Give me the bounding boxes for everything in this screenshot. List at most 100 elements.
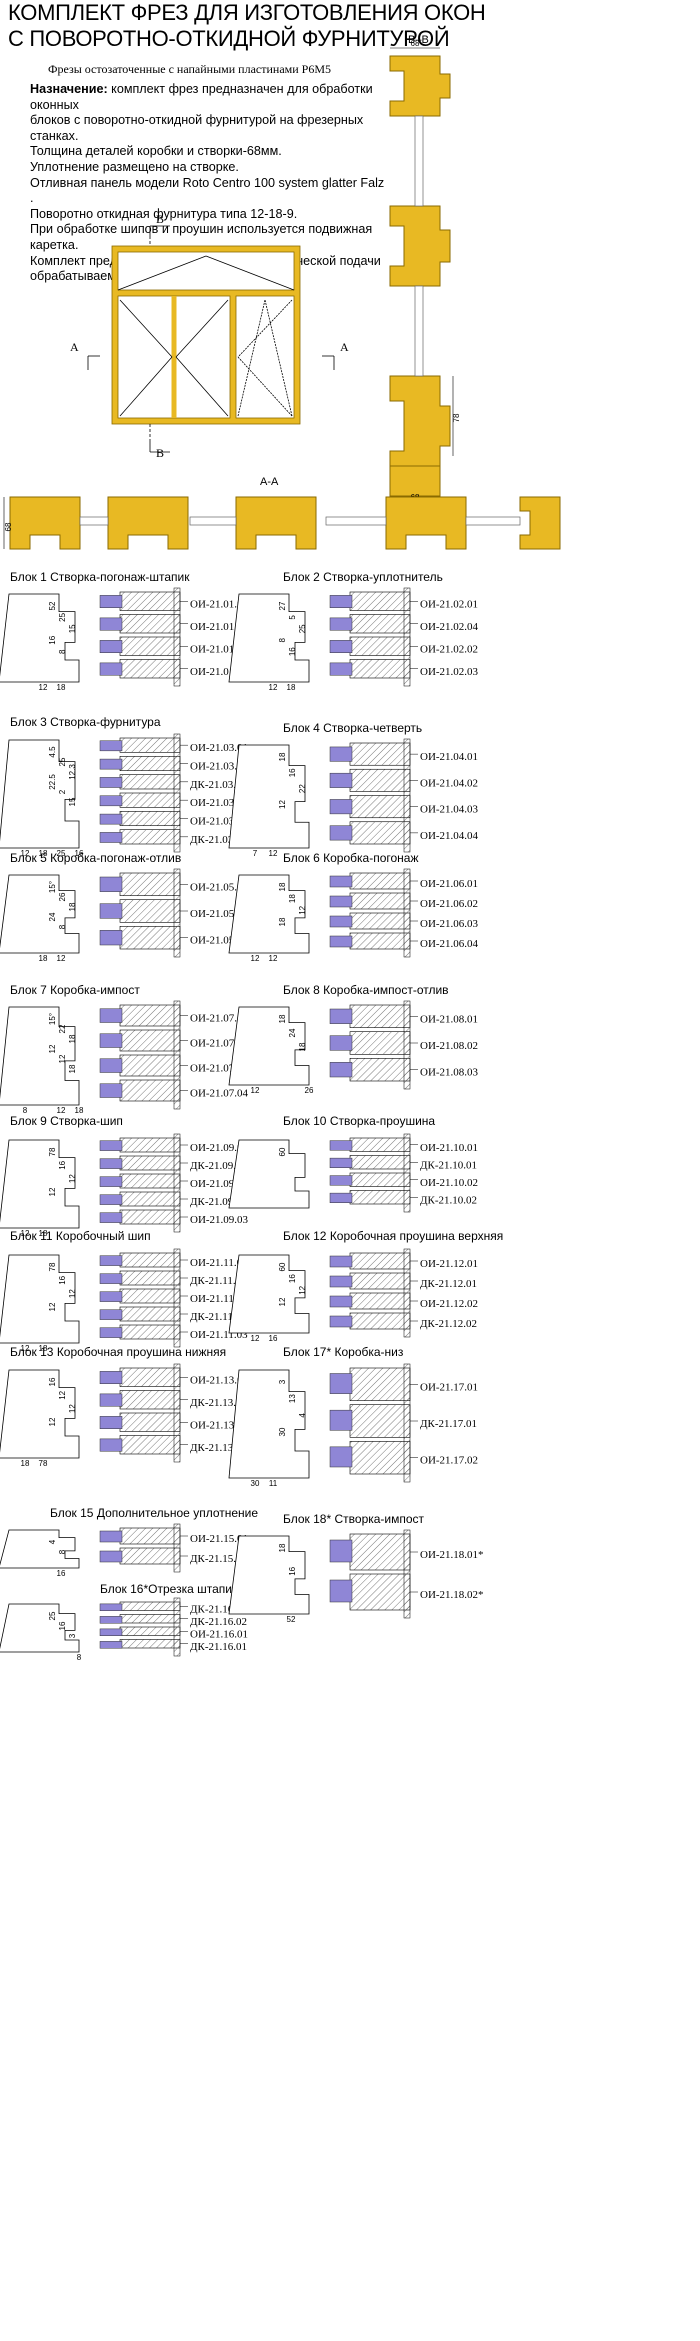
- cutter-blade: [329, 1062, 353, 1078]
- dimension-label: 24: [48, 912, 57, 921]
- cutter-body: [119, 926, 181, 950]
- tool-code: ОИ-21.11.01: [190, 1257, 248, 1269]
- workpiece-profile: [0, 1529, 80, 1569]
- tool-code: ОИ-21.07.01: [190, 1013, 248, 1025]
- cutter-blade: [99, 813, 123, 825]
- cutter-blade: [99, 930, 123, 946]
- description-line: Отливная панель модели Roto Centro 100 s…: [30, 175, 385, 206]
- tool-code: ОИ-21.12.02: [420, 1298, 478, 1310]
- cutter-blade: [329, 772, 353, 788]
- cutter-body: [349, 1031, 411, 1055]
- dimension-label: 12: [251, 1086, 260, 1095]
- block-title: Блок 7 Коробка-импост: [10, 983, 140, 997]
- dimension-label: 16: [288, 768, 297, 777]
- tool-code: ОИ-21.04.03: [420, 804, 479, 816]
- dimension-label: 16: [58, 1621, 67, 1630]
- cutter-body: [119, 1306, 181, 1322]
- workpiece-profile: [228, 874, 310, 954]
- frame-profile: [235, 496, 317, 550]
- glass-pane: [414, 285, 424, 377]
- dimension-label: 12: [68, 1404, 77, 1413]
- tool-code: ОИ-21.09.01: [190, 1142, 248, 1154]
- dimension-label: 8: [23, 1106, 28, 1115]
- block-diagram: 251638ДК-21.16.02ДК-21.16.02ОИ-21.16.01Д…: [0, 1597, 248, 1662]
- workpiece-profile: [0, 739, 80, 849]
- cutter-blade: [99, 1273, 123, 1284]
- cutter-blade: [329, 1446, 353, 1468]
- spindle: [173, 1523, 181, 1573]
- cutter-body: [349, 1441, 411, 1475]
- tool-code: ОИ-21.02.01: [420, 598, 478, 610]
- cutter-blade: [329, 935, 353, 948]
- dimension-label: 13: [288, 1394, 297, 1403]
- cutter-blade: [99, 876, 123, 892]
- cutter-body: [119, 1547, 181, 1565]
- cutter-blade: [329, 1579, 353, 1603]
- dimension-label: 16: [58, 1275, 67, 1284]
- cutter-body: [119, 756, 181, 771]
- frame-profile: [385, 496, 467, 550]
- cutter-body: [349, 636, 411, 656]
- dimension-label: 12: [39, 683, 48, 692]
- cutter-body: [119, 1324, 181, 1340]
- block-title: Блок 5 Коробка-погонаж-отлив: [10, 851, 182, 865]
- dimension-label: 15°: [48, 881, 57, 893]
- cutter-blade: [99, 1327, 123, 1338]
- description-line: Поворотно откидная фурнитура типа 12-18-…: [30, 206, 298, 221]
- spindle: [403, 1000, 411, 1090]
- cutter-body: [349, 912, 411, 930]
- cutter-body: [119, 1191, 181, 1207]
- tool-code: ДК-21.16.02: [190, 1616, 247, 1628]
- dimension-label: 16: [58, 1160, 67, 1169]
- tool-code: ОИ-21.08.01: [420, 1013, 478, 1025]
- cutter-blade: [99, 617, 123, 631]
- dimension-label: 8: [77, 1653, 82, 1662]
- cutter-blade: [329, 895, 353, 908]
- dimension-label: 16: [75, 849, 84, 858]
- workpiece-profile: [0, 1006, 80, 1106]
- dimension-label: 18: [39, 954, 48, 963]
- block-title: Блок 3 Створка-фурнитура: [10, 715, 161, 729]
- dimension-label: 12: [251, 954, 260, 963]
- dimension-label: 22: [298, 784, 307, 793]
- description-line: Толщина деталей коробки и створки-68мм.: [30, 144, 282, 159]
- cutter-body: [119, 829, 181, 845]
- cutter-body: [349, 1190, 411, 1205]
- cutter-blade: [99, 795, 123, 807]
- dimension-label: 4.5: [48, 746, 57, 758]
- tool-code: ОИ-21.07.04: [190, 1088, 249, 1100]
- cutter-body: [119, 899, 181, 923]
- cutter-body: [119, 614, 181, 634]
- cutter-blade: [99, 1140, 123, 1151]
- section-b-top-label: В: [156, 212, 165, 226]
- cutter-blade: [99, 1530, 123, 1543]
- spindle: [403, 1363, 411, 1483]
- tool-code: ДК-21.12.02: [420, 1318, 477, 1330]
- section-b-bottom-label: В: [156, 446, 165, 460]
- workpiece-profile: [228, 744, 310, 849]
- frame-profile: [389, 205, 451, 287]
- dimension-label: 3: [278, 1379, 287, 1384]
- tool-code: ОИ-21.02.04: [420, 621, 479, 633]
- block-title: Блок 18* Створка-импост: [283, 1512, 425, 1526]
- dimension-label: 18: [288, 894, 297, 903]
- cutter-blade: [329, 1192, 353, 1203]
- cutter-blade: [99, 1212, 123, 1223]
- tool-code: ДК-21.15.01: [190, 1553, 247, 1565]
- cutter-body: [349, 768, 411, 792]
- description-line: При обработке шипов и проушин использует…: [30, 222, 373, 252]
- dimension-label: 24: [288, 1028, 297, 1037]
- spindle: [403, 868, 411, 958]
- cutter-body: [349, 892, 411, 910]
- tool-code: ОИ-21.08.02: [420, 1040, 478, 1052]
- cutter-body: [119, 792, 181, 808]
- spindle: [173, 1133, 181, 1233]
- block-title: Блок 15 Дополнительное уплотнение: [50, 1506, 259, 1520]
- tool-code: ОИ-21.02.02: [420, 643, 478, 655]
- cutter-blade: [329, 640, 353, 653]
- workpiece-profile: [0, 1254, 80, 1344]
